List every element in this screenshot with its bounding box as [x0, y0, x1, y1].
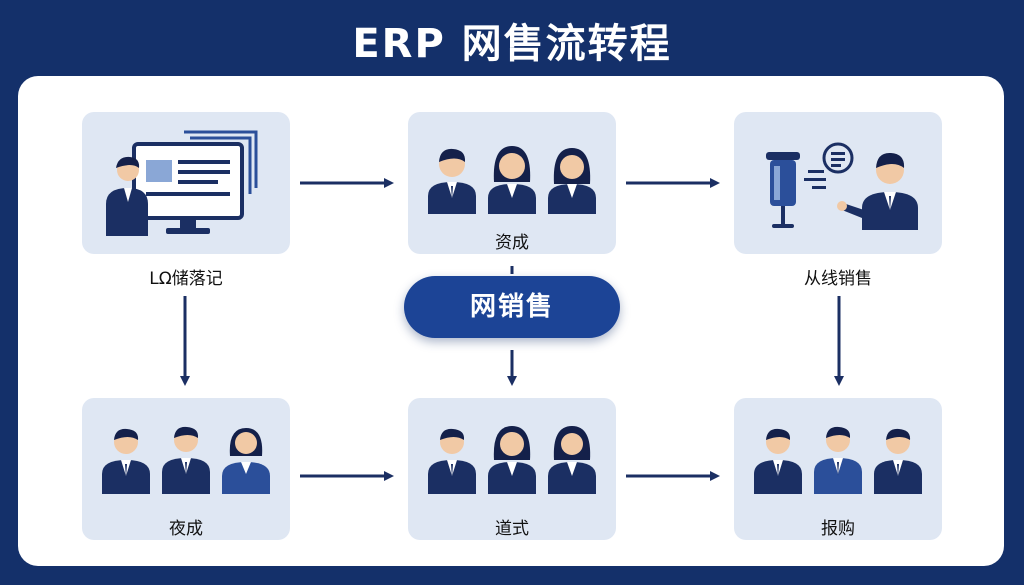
sales-agent-icon [766, 142, 918, 230]
center-pill: 网销售 [404, 276, 620, 338]
connector-layer [180, 178, 844, 481]
node-online-sales [734, 112, 942, 254]
three-people-icon [754, 426, 922, 494]
node-register-label: LΩ储落记 [149, 269, 223, 289]
three-people-icon [428, 146, 596, 214]
three-people-icon [428, 426, 596, 494]
node-night: 夜成 [82, 398, 290, 540]
node-channel-label: 道式 [495, 519, 529, 539]
node-assets-label: 资成 [495, 233, 529, 253]
node-assets: 资成 [408, 112, 616, 254]
node-register [82, 112, 290, 254]
diagram-panel: LΩ储落记 资成 [18, 76, 1004, 566]
node-night-label: 夜成 [169, 519, 203, 539]
node-channel: 道式 [408, 398, 616, 540]
node-report-label: 报购 [821, 519, 855, 539]
computer-operator-icon [106, 130, 258, 236]
node-report: 报购 [734, 398, 942, 540]
diagram-title: ERP 网售流转程 [352, 21, 672, 67]
three-people-icon [102, 426, 270, 494]
node-online-sales-label: 从线销售 [804, 269, 872, 289]
